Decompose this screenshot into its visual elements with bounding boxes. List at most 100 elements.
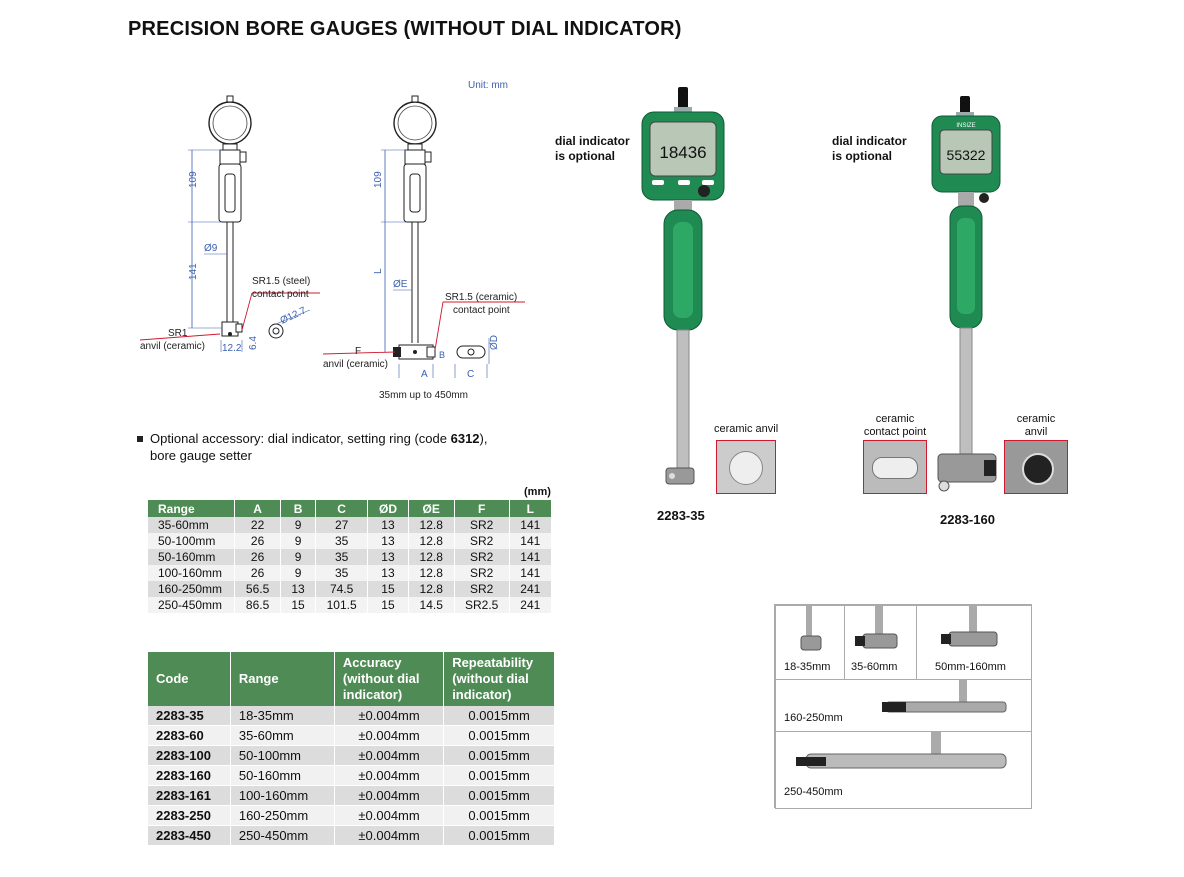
dim-table-header: B: [280, 500, 316, 517]
table-cell: 100-160mm: [148, 565, 236, 581]
table-cell: 2283-160: [148, 765, 231, 786]
caption-35-450: 35mm up to 450mm: [379, 390, 468, 401]
table-cell: 22: [234, 517, 282, 533]
table-cell: 35-60mm: [148, 517, 236, 533]
table-cell: SR2: [454, 517, 510, 533]
table-cell: 13: [367, 565, 409, 581]
bullet-icon: [137, 435, 143, 442]
unit-note: Unit: mm: [468, 80, 508, 91]
table-cell: 9: [280, 549, 316, 565]
grid-cell-250-450: 250-450mm: [775, 731, 1032, 809]
anvil-label-right-1: F: [355, 346, 361, 357]
table-cell: 26: [234, 565, 282, 581]
inset-ceramic-contact-point: [863, 440, 927, 494]
table-cell: 9: [280, 517, 316, 533]
table-cell: 50-100mm: [148, 533, 236, 549]
display-reading-right: 55322: [947, 147, 986, 163]
contact-label-left-2: contact point: [252, 289, 309, 300]
table-cell: 50-160mm: [230, 765, 335, 786]
table-cell: 35-60mm: [230, 725, 335, 746]
spec-table-header: Repeatability (without dial indicator): [443, 652, 555, 706]
table-cell: 26: [234, 533, 282, 549]
table-cell: 35: [315, 549, 369, 565]
contact-label-right-2: contact point: [453, 305, 510, 316]
table-cell: ±0.004mm: [334, 745, 445, 766]
product-photo-2283-35: 18436: [641, 87, 725, 485]
grid-cell-160-250: 160-250mm: [775, 679, 1032, 733]
dim-141-left: 141: [188, 263, 199, 280]
table-cell: 141: [509, 565, 553, 581]
display-reading-left: 18436: [659, 143, 706, 162]
table-cell: SR2: [454, 581, 510, 597]
table-cell: 2283-250: [148, 805, 231, 826]
product-code-left: 2283-35: [657, 508, 705, 523]
dim-6-4: 6.4: [248, 336, 259, 350]
anvil-label-left-1: SR1: [168, 328, 188, 339]
dim-d9: Ø9: [204, 243, 218, 254]
dim-B: B: [439, 350, 445, 360]
dim-d12-7: Ø12.7: [279, 305, 309, 327]
drawing-18-35: 109 141 Ø9 SR1.5 (steel) contact point S…: [139, 95, 320, 354]
table-cell: 15: [280, 597, 316, 613]
table-cell: SR2: [454, 549, 510, 565]
dim-table-header: A: [234, 500, 282, 517]
dim-12-2: 12.2: [222, 343, 242, 354]
table-cell: 2283-60: [148, 725, 231, 746]
table-cell: 18-35mm: [230, 706, 335, 726]
table-cell: SR2: [454, 533, 510, 549]
table-cell: 9: [280, 565, 316, 581]
table-cell: 50-160mm: [148, 549, 236, 565]
table-cell: 27: [315, 517, 369, 533]
dim-table-header: Range: [148, 500, 236, 517]
table-cell: 74.5: [315, 581, 369, 597]
table-cell: 14.5: [408, 597, 455, 613]
spec-table-header: Accuracy (without dial indicator): [334, 652, 445, 706]
dim-table-header: F: [454, 500, 510, 517]
product-code-right: 2283-160: [940, 512, 995, 527]
table-cell: 13: [367, 517, 409, 533]
table-cell: 12.8: [408, 533, 455, 549]
page-title: PRECISION BORE GAUGES (WITHOUT DIAL INDI…: [128, 18, 682, 40]
contact-label-left-1: SR1.5 (steel): [252, 276, 310, 287]
table-cell: 0.0015mm: [443, 706, 555, 726]
table-cell: 101.5: [315, 597, 369, 613]
table-cell: 241: [509, 581, 553, 597]
table-cell: 12.8: [408, 549, 455, 565]
table-cell: 2283-450: [148, 825, 231, 846]
table-cell: 141: [509, 517, 553, 533]
table-cell: 86.5: [234, 597, 282, 613]
table-cell: 241: [509, 597, 553, 613]
table-cell: ±0.004mm: [334, 765, 445, 786]
table-cell: 250-450mm: [148, 597, 236, 613]
dim-table-header: ØD: [367, 500, 409, 517]
table-cell: 35: [315, 533, 369, 549]
table-cell: 141: [509, 533, 553, 549]
table-cell: 12.8: [408, 565, 455, 581]
table-cell: 13: [367, 533, 409, 549]
brand-label: INSIZE: [956, 123, 975, 129]
dim-table-header: C: [315, 500, 369, 517]
table-cell: ±0.004mm: [334, 825, 445, 846]
table-cell: 12.8: [408, 581, 455, 597]
table-cell: 0.0015mm: [443, 825, 555, 846]
table-cell: 13: [367, 549, 409, 565]
setting-ring-code: 6312: [450, 431, 480, 446]
table-cell: 0.0015mm: [443, 765, 555, 786]
anvil-label-left-2: anvil (ceramic): [140, 341, 205, 352]
grid-cell-50-160: 50mm-160mm: [916, 605, 1032, 681]
